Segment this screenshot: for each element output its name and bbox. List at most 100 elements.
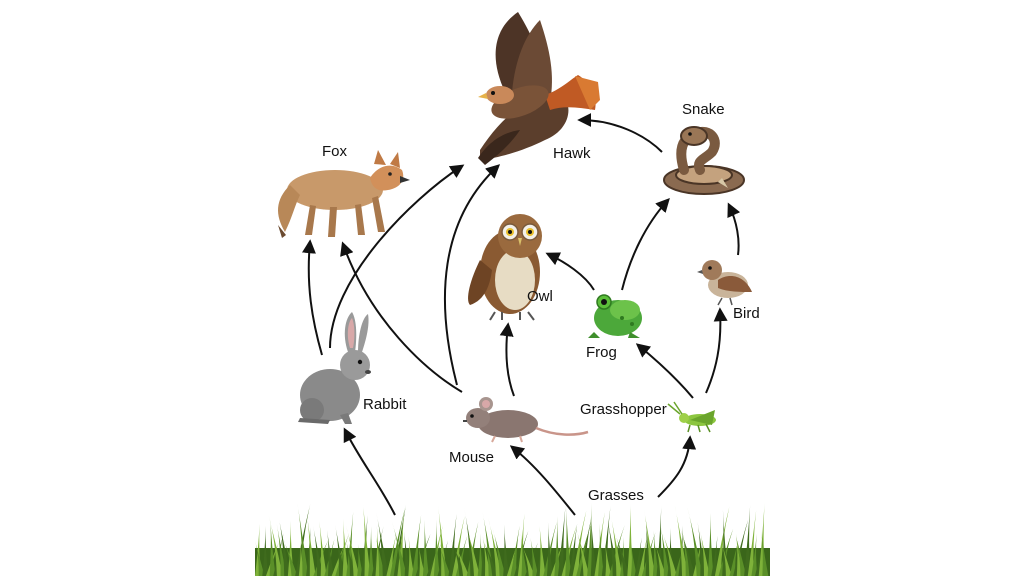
grass-blade <box>345 525 360 576</box>
grass-blade <box>718 528 734 576</box>
grass-blade <box>661 531 678 576</box>
label-mouse: Mouse <box>449 449 494 466</box>
grass-blade <box>503 524 510 576</box>
grass-blade <box>262 526 269 576</box>
grass-blade <box>319 521 327 576</box>
grass-blade <box>345 539 356 576</box>
grass-blade <box>282 538 298 576</box>
grass-blade <box>735 533 743 576</box>
grass-blade <box>254 540 265 576</box>
grass-blade <box>482 535 491 576</box>
grass-blade <box>687 507 703 576</box>
grass-blade <box>554 516 561 576</box>
grass-blade <box>488 517 502 576</box>
owl-illustration <box>468 214 542 321</box>
arrow-snake-to-hawk <box>577 113 663 153</box>
grass-blade <box>598 523 605 576</box>
grass-blade <box>278 515 291 576</box>
grass-blade <box>492 527 506 576</box>
grass-blade <box>375 534 386 576</box>
arrow-rabbit-to-hawk <box>329 164 465 349</box>
label-fox: Fox <box>322 143 348 160</box>
grass-blade <box>269 519 276 576</box>
grass-blade <box>331 542 346 576</box>
grass-blade <box>335 524 345 576</box>
energy-flow-arrows <box>301 113 741 516</box>
grass-blade <box>733 519 749 576</box>
grass-blade <box>393 504 407 576</box>
grass-blade <box>530 537 539 576</box>
grass-blade <box>520 533 528 576</box>
grass-blade <box>539 526 546 576</box>
grass-blade <box>297 502 309 576</box>
grass-blade <box>656 505 663 576</box>
arrow-bird-to-snake <box>727 202 741 256</box>
grass-blade <box>357 543 364 576</box>
grass-blade <box>448 514 457 576</box>
arrow-mouse-to-owl <box>499 322 515 397</box>
grass-blade <box>590 516 597 576</box>
arrow-frog-to-snake <box>621 197 670 291</box>
grass-blade <box>368 526 375 576</box>
grass-blade <box>680 528 696 576</box>
arrow-grasshopper-to-frog <box>635 343 694 399</box>
grass-blade <box>346 511 354 576</box>
grass-blade <box>362 503 371 576</box>
arrow-mouse-to-fox <box>340 241 463 393</box>
grass-blade <box>276 523 287 576</box>
fox-illustration <box>278 150 410 238</box>
arrow-rabbit-to-fox <box>301 239 323 356</box>
label-rabbit: Rabbit <box>363 396 407 413</box>
hawk-illustration <box>478 12 600 165</box>
rabbit-illustration <box>298 312 371 424</box>
grass-blade <box>450 538 466 576</box>
grass-blade <box>273 533 284 576</box>
grass-blade <box>557 505 566 576</box>
label-snake: Snake <box>682 101 725 118</box>
grass-blade <box>744 504 751 576</box>
grass-blade <box>268 516 283 576</box>
grass-blade <box>418 545 426 576</box>
mouse-illustration <box>463 397 589 443</box>
grass-blade <box>386 533 397 576</box>
grass-blade <box>751 533 758 576</box>
grass-blade <box>438 505 448 576</box>
label-frog: Frog <box>586 344 617 361</box>
grass-blade <box>681 527 692 576</box>
snake-illustration <box>663 126 745 195</box>
grass-blade <box>433 519 440 576</box>
label-hawk: Hawk <box>553 145 591 162</box>
grass-blade <box>722 509 729 576</box>
grass-blade <box>594 512 605 576</box>
grass-blade <box>634 537 642 576</box>
grass-blade <box>630 544 637 576</box>
grass-blade <box>453 542 470 576</box>
grass-blade <box>674 505 689 576</box>
arrow-grasses-to-grasshopper <box>657 435 697 498</box>
grass-blade <box>747 510 757 576</box>
grass-blade <box>422 519 429 576</box>
grass-blade <box>575 526 590 576</box>
grass-blade <box>510 525 520 576</box>
grass-blade <box>643 508 656 576</box>
grass-blade <box>638 535 648 576</box>
grass-blade <box>403 531 411 576</box>
label-owl: Owl <box>527 288 553 305</box>
grass-blade <box>707 513 714 576</box>
grass-blade <box>610 515 623 576</box>
grass-blade <box>714 506 730 576</box>
grass-blade <box>438 544 451 576</box>
grass-blade <box>576 521 592 576</box>
grass-blade <box>697 521 707 576</box>
grass-blade <box>342 518 349 576</box>
grass-blade <box>711 535 718 576</box>
grass-blade <box>604 543 612 576</box>
grass-blade <box>415 533 431 576</box>
grass-blade <box>520 542 535 576</box>
label-grasshopper: Grasshopper <box>580 401 667 418</box>
grass-blade <box>480 543 488 576</box>
grass-blade <box>572 510 587 576</box>
arrow-grasses-to-rabbit <box>343 427 396 516</box>
grass-blade <box>729 539 739 576</box>
arrow-mouse-to-hawk <box>444 164 501 386</box>
